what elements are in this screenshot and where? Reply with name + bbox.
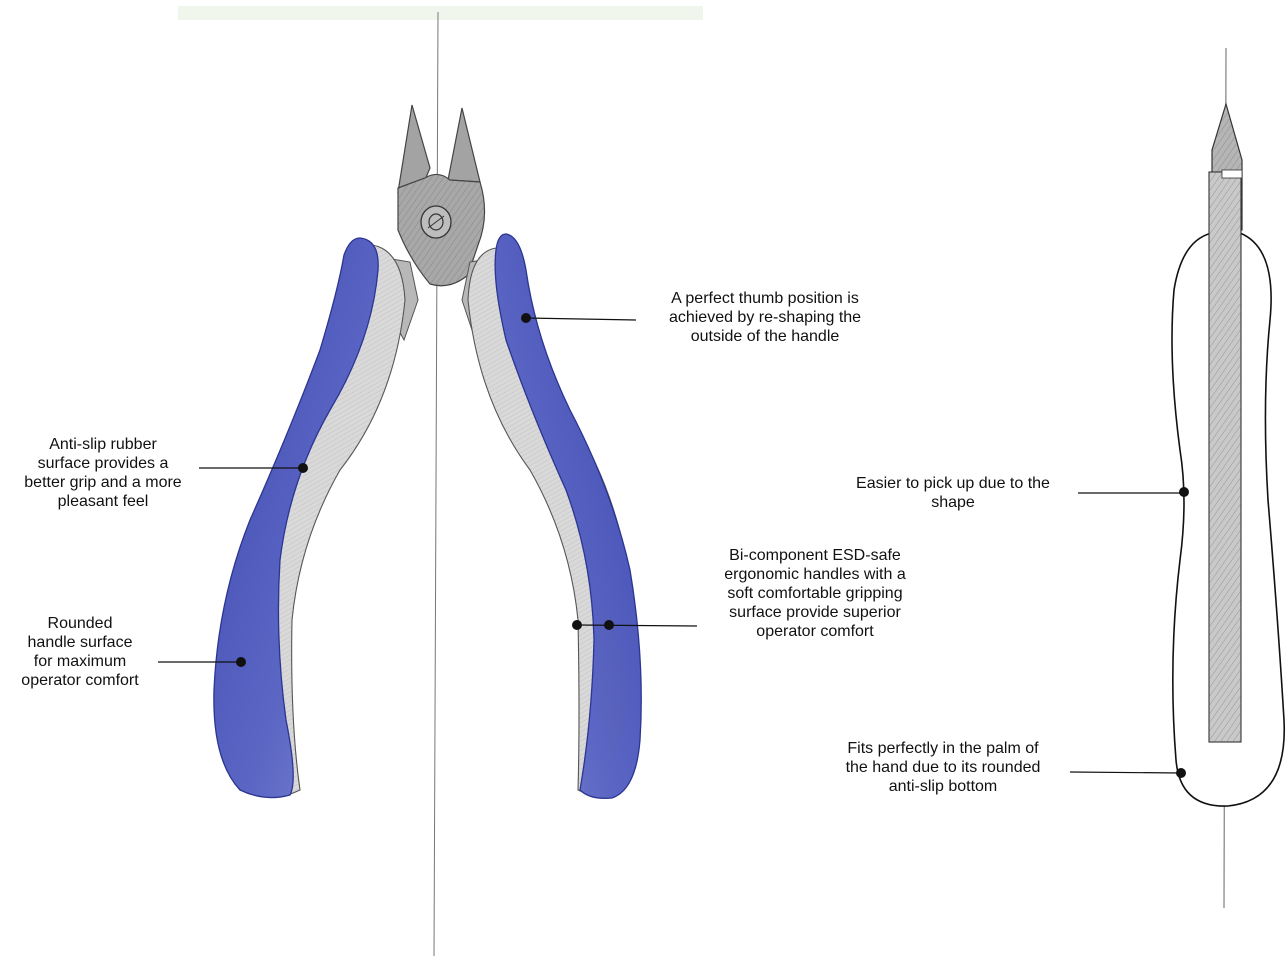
dot-fits-palm bbox=[1176, 768, 1186, 778]
dot-anti-slip bbox=[298, 463, 308, 473]
center-axis-line bbox=[434, 12, 438, 956]
callout-easier-pickup: Easier to pick up due to the shape bbox=[832, 474, 1074, 512]
side-view-metal-core-shading bbox=[1209, 172, 1241, 742]
dot-rounded-surface bbox=[236, 657, 246, 667]
dot-bi-component-a bbox=[572, 620, 582, 630]
callout-fits-palm: Fits perfectly in the palm of the hand d… bbox=[818, 739, 1068, 796]
callout-anti-slip-surface: Anti-slip rubber surface provides a bett… bbox=[0, 435, 206, 511]
callout-rounded-surface: Rounded handle surface for maximum opera… bbox=[0, 614, 160, 690]
side-view-notch bbox=[1222, 170, 1242, 178]
dot-thumb-position bbox=[521, 313, 531, 323]
dot-bi-component-b bbox=[604, 620, 614, 630]
callout-bi-component: Bi-component ESD-safe ergonomic handles … bbox=[690, 546, 940, 641]
right-jaw-tip bbox=[448, 108, 480, 182]
tape-mark bbox=[178, 6, 703, 20]
pliers-front-view bbox=[214, 105, 641, 798]
leader-thumb-position bbox=[526, 318, 636, 320]
pliers-side-view bbox=[1172, 48, 1284, 908]
callout-thumb-position: A perfect thumb position is achieved by … bbox=[630, 289, 900, 346]
dot-easier-pickup bbox=[1179, 487, 1189, 497]
leader-fits-palm bbox=[1070, 772, 1181, 773]
